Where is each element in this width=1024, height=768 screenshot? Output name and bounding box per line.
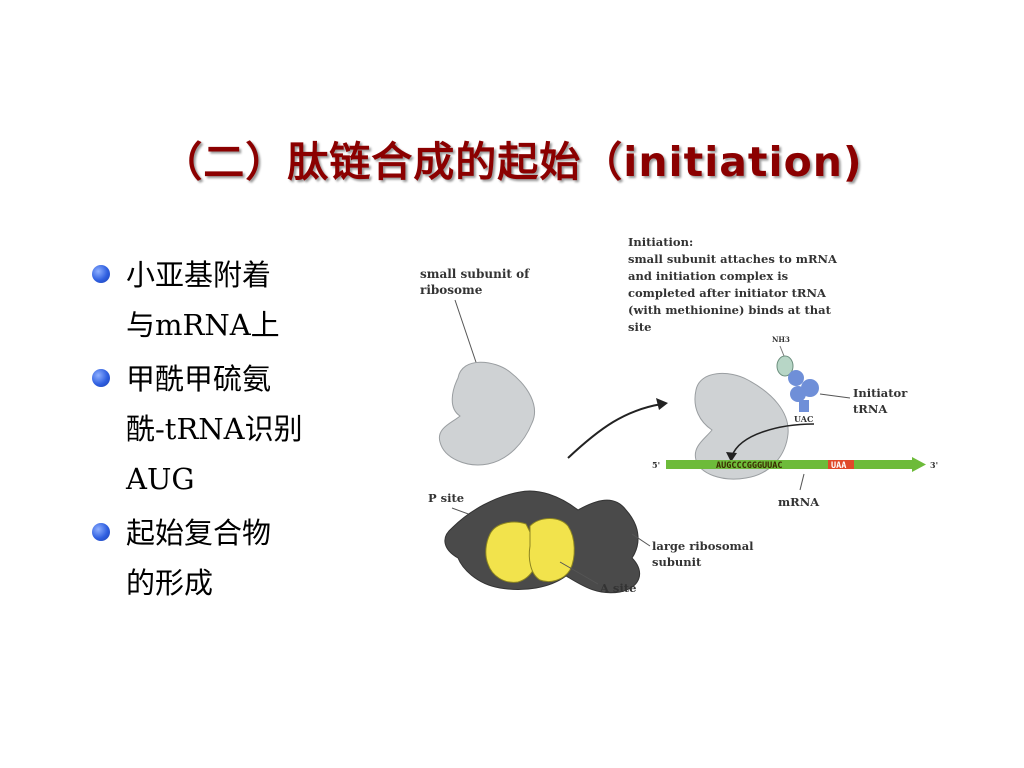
a-site-leader-line — [559, 561, 599, 585]
bullet-dot-icon — [92, 265, 110, 283]
complex-small-subunit — [694, 372, 789, 480]
bullet-dot-icon — [92, 523, 110, 541]
initiator-trna-leader-line — [819, 393, 851, 399]
three-prime-label: 3' — [930, 460, 938, 470]
initiator-trna-label: Initiator tRNA — [853, 386, 911, 416]
initiation-note: Initiation: small subunit attaches to mR… — [628, 235, 841, 334]
trna-lobe — [790, 386, 806, 402]
bullet-dot-icon — [92, 369, 110, 387]
mrna-leader-line — [799, 473, 805, 491]
methionine-shape — [776, 355, 794, 377]
mrna-label: mRNA — [778, 495, 820, 509]
binding-arrowhead — [726, 452, 737, 462]
a-site-label: A site — [599, 581, 636, 595]
small-subunit-label: small subunit of ribosome — [420, 267, 533, 297]
initiation-diagram: small subunit of ribosome Initiation: sm… — [400, 228, 960, 608]
mrna-strand — [666, 460, 912, 469]
binding-arrow — [731, 423, 815, 457]
transition-arrow — [567, 403, 663, 459]
nh3-leader-line — [779, 345, 785, 357]
stop-codon-box — [828, 460, 854, 469]
p-site-shape — [485, 521, 539, 583]
trna-stem — [799, 400, 809, 412]
bullet-item: 小亚基附着 与mRNA上 — [88, 250, 368, 350]
slide-title: （二）肽链合成的起始（initiation) — [161, 138, 863, 186]
large-subunit-leader-line — [631, 533, 651, 547]
bullet-text: 起始复合物 的形成 — [126, 516, 272, 600]
stop-codon: UAA — [831, 461, 846, 471]
bullet-item: 甲酰甲硫氨 酰-tRNA识别 AUG — [88, 354, 368, 504]
trna-lobe — [788, 370, 804, 386]
initiation-diagram-svg: small subunit of ribosome Initiation: sm… — [420, 235, 938, 595]
anticodon-label: UAC — [794, 414, 813, 424]
p-site-label: P site — [428, 491, 464, 505]
bullet-text: 甲酰甲硫氨 酰-tRNA识别 AUG — [126, 362, 303, 496]
large-subunit-label: large ribosomal subunit — [652, 539, 758, 569]
bullet-list: 小亚基附着 与mRNA上 甲酰甲硫氨 酰-tRNA识别 AUG 起始复合物 的形… — [88, 250, 368, 612]
bullet-item: 起始复合物 的形成 — [88, 508, 368, 608]
small-subunit-shape — [438, 361, 536, 466]
nh3-label: NH3 — [772, 335, 790, 344]
bullet-text: 小亚基附着 与mRNA上 — [126, 258, 280, 342]
mrna-sequence: AUGCCCGGGUUAC — [716, 461, 783, 471]
five-prime-label: 5' — [652, 460, 660, 470]
a-site-shape — [528, 518, 575, 583]
transition-arrowhead — [656, 398, 668, 410]
mrna-arrowhead — [912, 457, 926, 472]
